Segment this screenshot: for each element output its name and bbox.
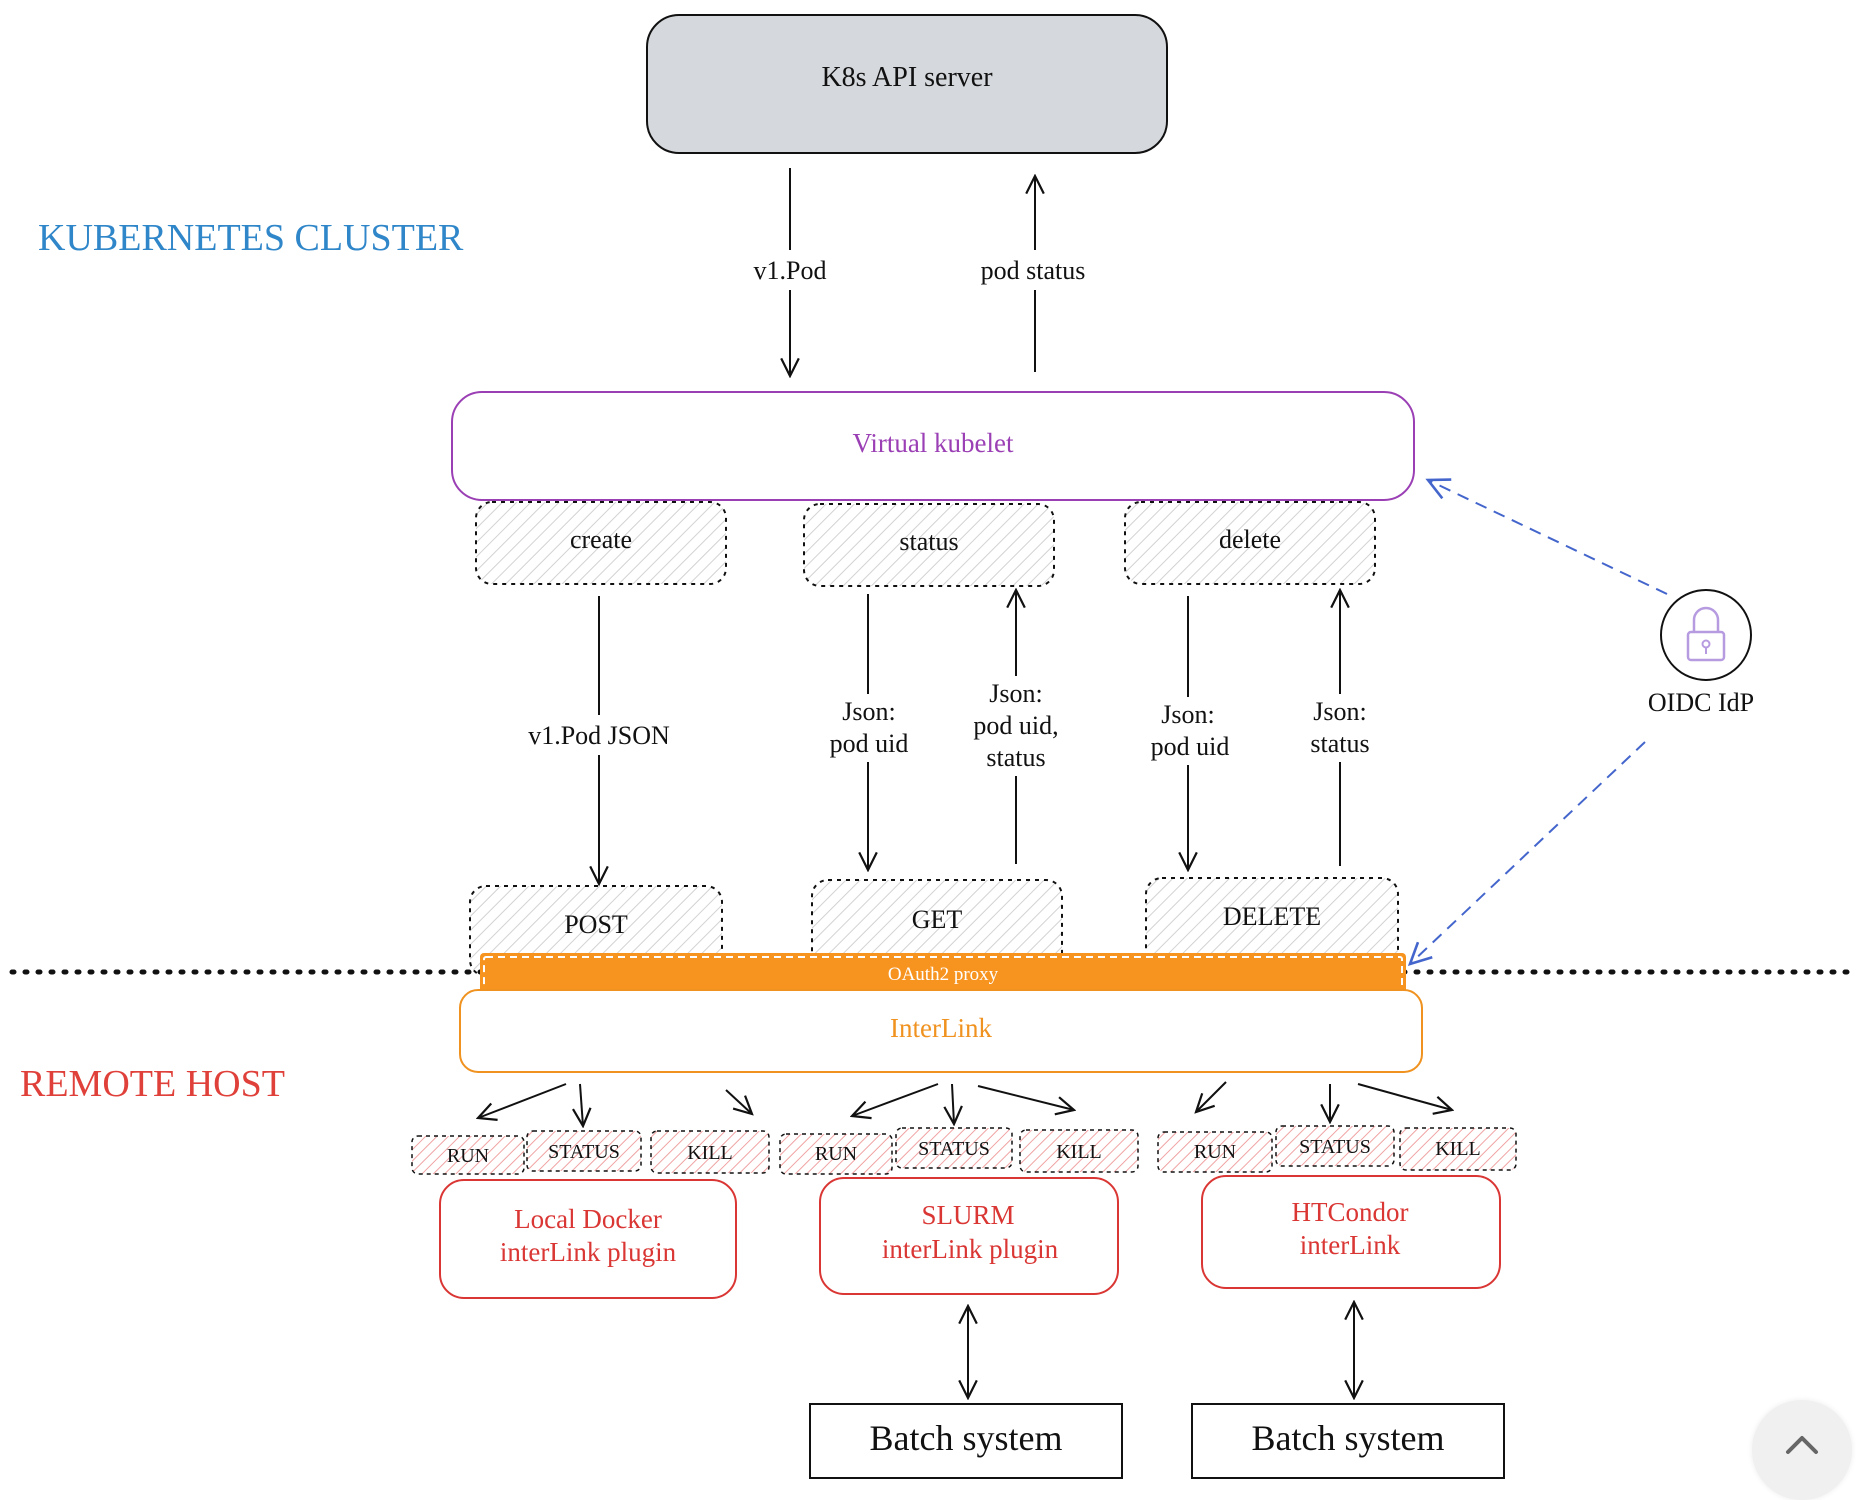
op-run-label: RUN	[815, 1143, 857, 1165]
status-json-label-1: Json:	[989, 679, 1042, 708]
kubernetes-cluster-title: KUBERNETES CLUSTER	[38, 217, 464, 259]
create-label: create	[570, 525, 632, 554]
op-kill: KILL	[650, 1130, 770, 1174]
post-label: POST	[564, 910, 628, 939]
interlink-fanout-arrows	[478, 1081, 1452, 1126]
remote-host-title: REMOTE HOST	[20, 1063, 285, 1105]
plugin-name-2: interLink plugin	[500, 1237, 677, 1267]
plugin-name-1: Local Docker	[514, 1204, 662, 1234]
op-status: STATUS	[1275, 1125, 1395, 1167]
delete-method: DELETE	[1145, 877, 1399, 973]
oauth2-proxy-label: OAuth2 proxy	[888, 964, 999, 985]
oidc-idp-node: OIDC IdP	[1648, 589, 1754, 717]
delete-status-label-1: Json:	[1313, 697, 1366, 726]
op-kill-label: KILL	[1435, 1138, 1481, 1160]
op-status-label: STATUS	[918, 1138, 990, 1160]
op-kill-label: KILL	[687, 1142, 733, 1164]
interlink-node: InterLink	[459, 989, 1423, 1073]
api-server-node: K8s API server	[646, 14, 1168, 154]
lock-icon	[1686, 606, 1726, 662]
interlink-label: InterLink	[890, 1013, 992, 1043]
op-status-label: STATUS	[1299, 1136, 1371, 1158]
status-json-label-2: pod uid,	[973, 711, 1058, 740]
op-run: RUN	[411, 1135, 525, 1175]
op-status: STATUS	[526, 1130, 642, 1172]
status-op: status	[803, 503, 1055, 587]
get-label: GET	[912, 905, 963, 934]
plugin-name-2: interLink plugin	[882, 1234, 1059, 1264]
op-status-label: STATUS	[548, 1141, 620, 1163]
op-kill: KILL	[1399, 1127, 1517, 1171]
delete-status-label-2: status	[1310, 729, 1369, 758]
batch-system-label: Batch system	[1252, 1418, 1445, 1458]
plugin-name-1: HTCondor	[1292, 1197, 1409, 1227]
virtual-kubelet-label: Virtual kubelet	[852, 428, 1014, 458]
op-run: RUN	[1157, 1131, 1273, 1173]
oauth2-proxy-node: OAuth2 proxy	[480, 953, 1406, 995]
create-op: create	[475, 501, 727, 585]
idp-kubelet-arrow	[1428, 480, 1668, 595]
get-method: GET	[811, 879, 1063, 973]
delete-json-label-2: pod uid	[1151, 732, 1230, 761]
batch-system-label: Batch system	[870, 1418, 1063, 1458]
delete-json-label-1: Json:	[1161, 700, 1214, 729]
op-run-label: RUN	[1194, 1141, 1236, 1163]
op-kill-label: KILL	[1056, 1141, 1102, 1163]
plugin-htcondor: RUN STATUS KILL HTCondor interLink Batch…	[1157, 1125, 1517, 1479]
pod-status-label: pod status	[981, 256, 1086, 285]
status-json-label-3: status	[986, 743, 1045, 772]
plugin-name-2: interLink	[1300, 1230, 1401, 1260]
batch-system-node: Batch system	[809, 1403, 1123, 1479]
plugin-local-docker: RUN STATUS KILL Local Docker interLink p…	[411, 1130, 770, 1299]
delete-op: delete	[1124, 501, 1376, 585]
api-server-label: K8s API server	[821, 62, 993, 93]
op-run: RUN	[779, 1133, 893, 1175]
v1-pod-json-label: v1.Pod JSON	[528, 721, 670, 750]
op-kill: KILL	[1019, 1129, 1139, 1173]
get-json-label-2: pod uid	[830, 729, 909, 758]
op-run-label: RUN	[447, 1145, 489, 1167]
v1-pod-label: v1.Pod	[754, 256, 827, 285]
status-label: status	[899, 527, 958, 556]
oidc-idp-label: OIDC IdP	[1648, 688, 1754, 717]
op-status: STATUS	[895, 1127, 1013, 1169]
plugin-name-1: SLURM	[921, 1200, 1014, 1230]
get-json-label-1: Json:	[842, 697, 895, 726]
batch-system-node: Batch system	[1191, 1403, 1505, 1479]
delete-method-label: DELETE	[1223, 902, 1321, 931]
virtual-kubelet-node: Virtual kubelet	[451, 391, 1415, 501]
plugin-slurm: RUN STATUS KILL SLURM interLink plugin B…	[779, 1127, 1139, 1479]
chevron-up-icon	[1786, 1436, 1818, 1454]
delete-label: delete	[1219, 525, 1281, 554]
idp-proxy-arrow	[1410, 741, 1646, 964]
scroll-top-button[interactable]	[1752, 1400, 1852, 1500]
